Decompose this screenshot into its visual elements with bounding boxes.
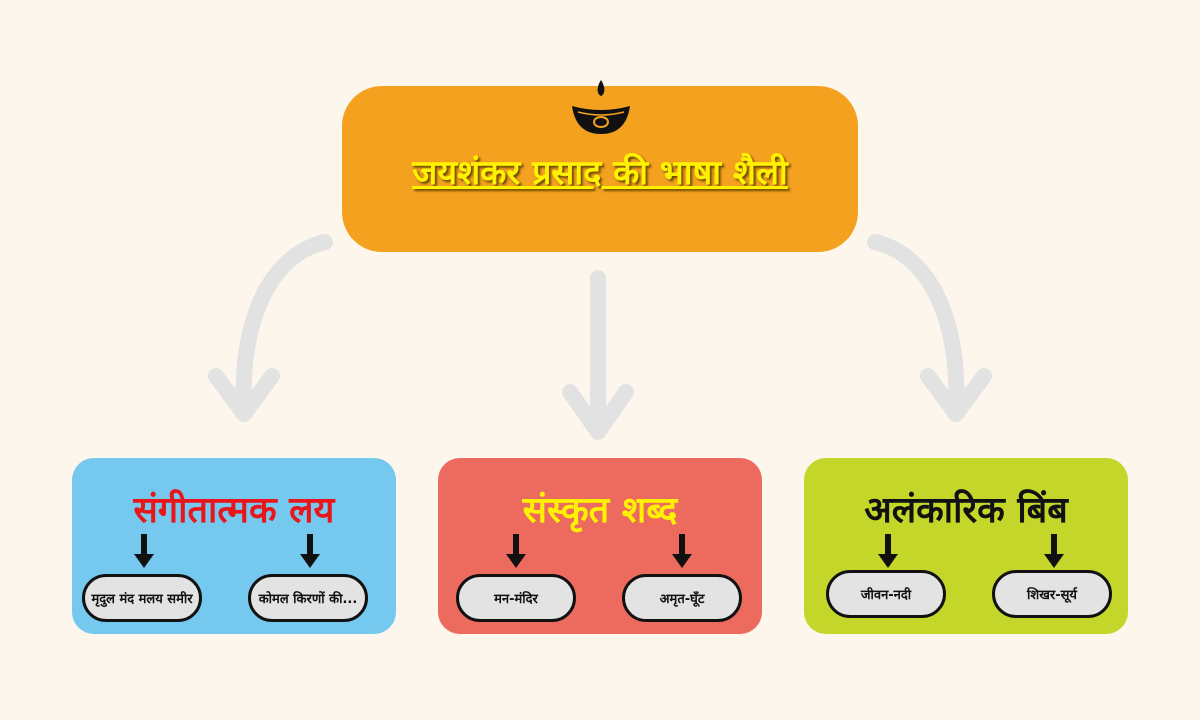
down-arrow-icon [300,534,320,568]
example-pill: मन-मंदिर [456,574,576,622]
connector-arrow-right [867,234,965,418]
down-arrow-icon [1044,534,1064,568]
down-arrow-icon [506,534,526,568]
branch-heading: संस्कृत शब्द [522,490,678,531]
branch-figurative-imagery: अलंकारिक बिंब जीवन-नदी शिखर-सूर्य [804,458,1128,634]
branch-sanskrit-words: संस्कृत शब्द मन-मंदिर अमृत-घूँट [438,458,762,634]
example-pill: जीवन-नदी [826,570,946,618]
example-pill: शिखर-सूर्य [992,570,1112,618]
branch-heading: संगीतात्मक लय [133,490,335,531]
arrowhead-left [208,368,280,422]
branch-heading: अलंकारिक बिंब [864,490,1068,531]
diagram-title: जयशंकर प्रसाद की भाषा शैली [412,153,788,193]
arrowhead-right [920,368,992,422]
connector-arrow-left [235,234,333,418]
down-arrow-icon [878,534,898,568]
diya-lamp-icon [572,80,630,134]
down-arrow-icon [672,534,692,568]
branch-music-rhythm: संगीतात्मक लय मृदुल मंद मलय समीर कोमल कि… [72,458,396,634]
example-pill: अमृत-घूँट [622,574,742,622]
example-pill: कोमल किरणों की... [248,574,368,622]
down-arrow-icon [134,534,154,568]
arrowhead-center [562,384,634,440]
example-pill: मृदुल मंद मलय समीर [82,574,202,622]
